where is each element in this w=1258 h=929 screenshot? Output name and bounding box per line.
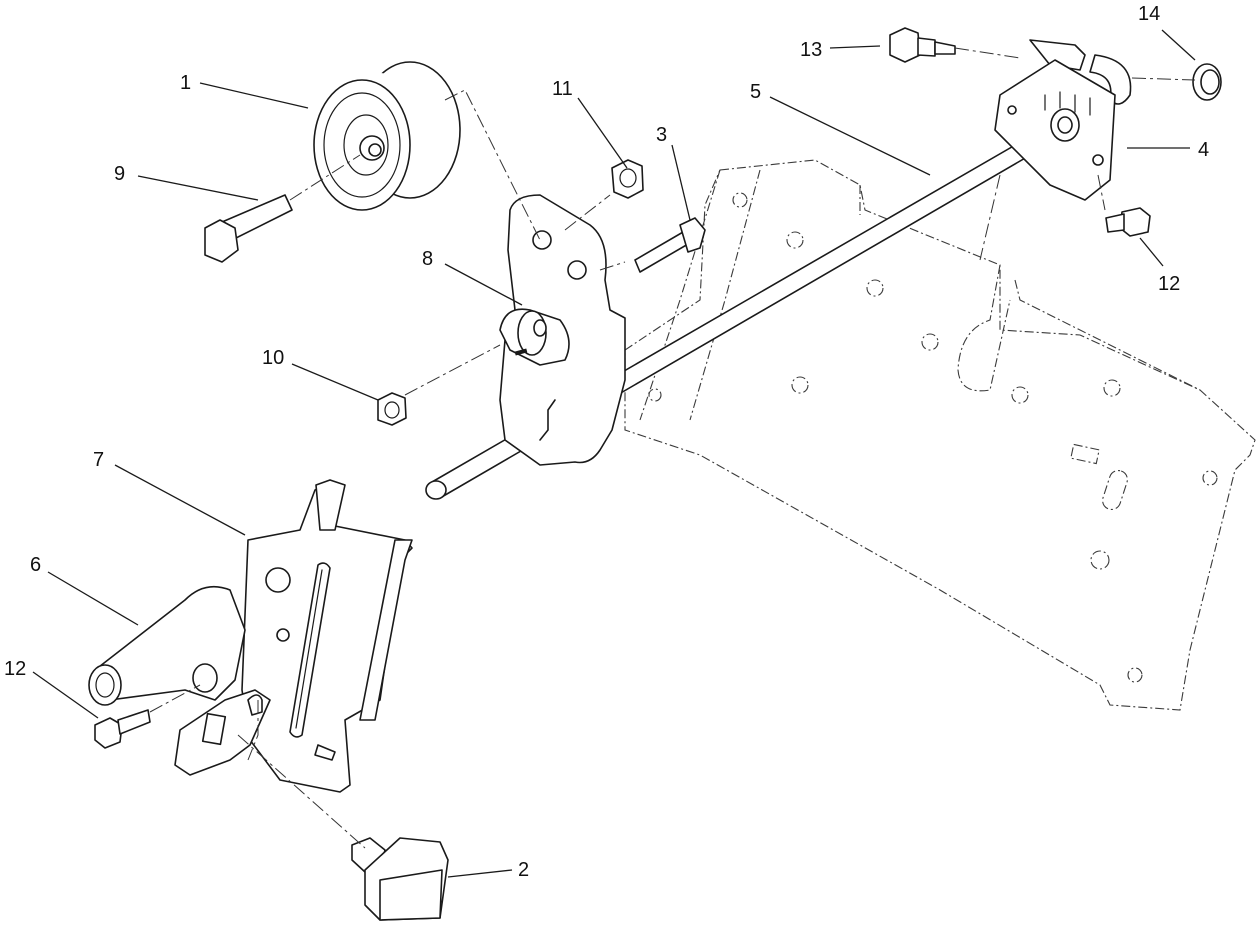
bolt-part-12-left	[94, 709, 151, 749]
assembly-lines	[149, 47, 1196, 849]
callout-2: 2	[518, 859, 529, 881]
knob-part-2	[351, 837, 449, 921]
nut-part-10	[377, 392, 407, 426]
pulley-part-1	[313, 61, 461, 211]
callout-13: 13	[800, 39, 822, 61]
callout-1: 1	[180, 72, 191, 94]
callout-12-left: 12	[4, 658, 26, 680]
ghost-frame	[624, 159, 1256, 711]
spacer-part-8	[499, 308, 570, 366]
callout-6: 6	[30, 554, 41, 576]
callout-10: 10	[262, 347, 284, 369]
callout-8: 8	[422, 248, 433, 270]
leader-lines	[32, 29, 1196, 878]
bolt-part-12-right	[1105, 207, 1151, 237]
callout-7: 7	[93, 449, 104, 471]
right-bracket-part-4	[994, 39, 1132, 201]
callout-12-right: 12	[1158, 273, 1180, 295]
callout-labels: 1 9 11 3 5 13 14 4 12 8 10 7 6 12 2	[4, 3, 1209, 881]
detent-tab	[174, 689, 271, 776]
nut-part-14	[1192, 63, 1222, 101]
bolt-part-9	[204, 194, 293, 263]
bolt-part-13	[889, 27, 956, 63]
frame-holes	[648, 192, 1218, 683]
lever-plate-part-7	[218, 479, 413, 793]
callout-3: 3	[656, 124, 667, 146]
callout-11: 11	[552, 78, 573, 100]
pivot-tube-part-6	[88, 585, 246, 706]
callout-14: 14	[1138, 3, 1160, 25]
bolt-part-3	[634, 217, 706, 273]
nut-part-11	[611, 159, 644, 199]
callout-5: 5	[750, 81, 761, 103]
callout-4: 4	[1198, 139, 1209, 161]
callout-9: 9	[114, 163, 125, 185]
